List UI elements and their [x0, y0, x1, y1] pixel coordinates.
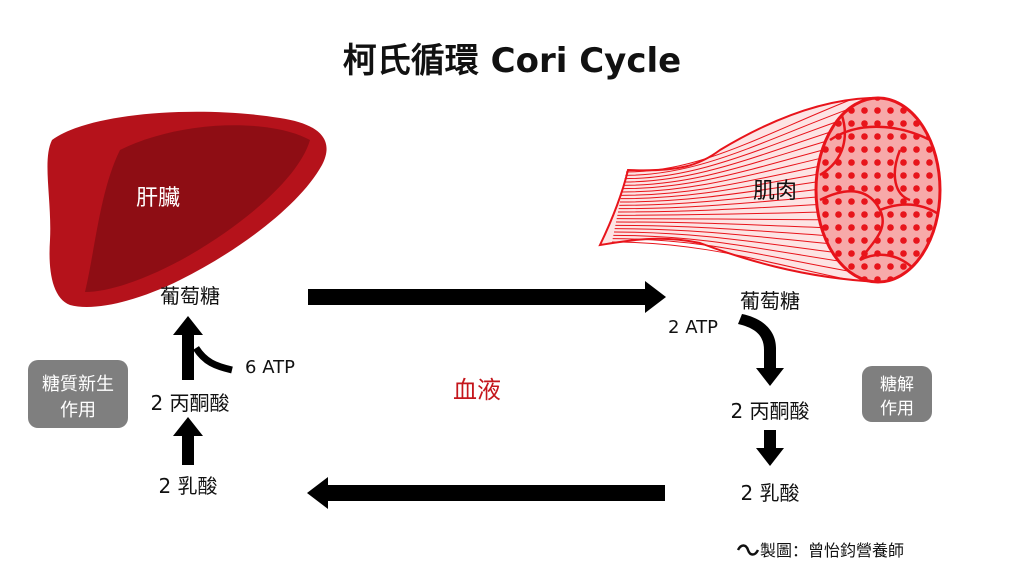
right-atp: 2 ATP [668, 317, 718, 338]
atp-input-curve [193, 346, 233, 374]
badge-line2: 作用 [60, 400, 96, 421]
left-pyruvate: 2 丙酮酸 [150, 391, 229, 415]
badge-line1: 糖解 [880, 375, 914, 395]
muscle-label: 肌肉 [753, 179, 797, 204]
diagram-title: 柯氏循環 Cori Cycle [343, 41, 681, 81]
muscle-fiber-line [625, 108, 851, 176]
muscle-fiber-line [616, 218, 851, 221]
muscle-fiber-line [623, 133, 851, 186]
right-lactate: 2 乳酸 [740, 481, 799, 505]
pyruvate-to-glucose-arrow [173, 316, 203, 380]
muscle-fiber-line [614, 228, 851, 247]
liver-illustration: 肝臟 [47, 111, 327, 308]
right-pyruvate: 2 丙酮酸 [730, 399, 809, 423]
blood-label: 血液 [453, 376, 501, 404]
muscle-fiber-line [625, 99, 851, 173]
credit-text: 製圖：曾怡鈞營養師 [760, 541, 904, 560]
glycolysis-badge: 糖解 作用 [862, 366, 932, 422]
pyruvate-to-lactate-arrow [756, 430, 784, 466]
muscle-illustration: 肌肉 [598, 96, 942, 284]
muscle-fiber-line [612, 238, 851, 272]
muscle-fiber-line [624, 116, 851, 180]
muscle-fiber-line [613, 231, 851, 255]
lactate-to-pyruvate-arrow [173, 417, 203, 465]
badge-line2: 作用 [880, 399, 914, 419]
muscle-fiber-line [623, 125, 851, 183]
muscle-fiber-line [622, 142, 851, 190]
muscle-fiber-line [611, 241, 851, 281]
badge-line1: 糖質新生 [42, 374, 114, 395]
glucose-to-pyruvate-arrow [738, 314, 784, 386]
gluconeogenesis-badge: 糖質新生 作用 [28, 360, 128, 428]
left-atp: 6 ATP [245, 357, 295, 378]
ornament-icon [736, 544, 760, 556]
liver-label: 肝臟 [136, 186, 180, 211]
credit: 製圖：曾怡鈞營養師 [736, 541, 904, 560]
muscle-fiber-line [615, 224, 851, 238]
muscle-fiber-line [613, 234, 851, 264]
right-glucose: 葡萄糖 [740, 289, 800, 313]
lactate-to-liver-arrow [307, 477, 665, 509]
glucose-to-muscle-arrow [308, 281, 666, 313]
muscle-fiber-line [615, 221, 851, 230]
left-glucose: 葡萄糖 [160, 284, 220, 308]
left-lactate: 2 乳酸 [158, 474, 217, 498]
muscle-fiber-line [621, 150, 851, 193]
